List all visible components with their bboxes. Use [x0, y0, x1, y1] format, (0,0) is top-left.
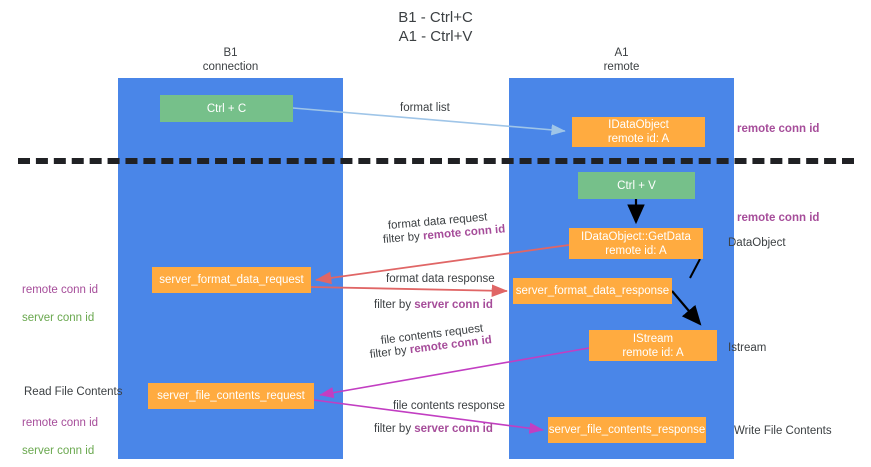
- filter-prefix: filter by: [374, 423, 415, 435]
- node-server-format-data-request[interactable]: server_format_data_request: [152, 267, 311, 293]
- annotation-left-server-conn-id-2: server conn id: [22, 445, 95, 457]
- annotation-left-remote-conn-id-2: remote conn id: [22, 417, 99, 429]
- annotation-left-conn-ids-top: remote conn id server conn id: [22, 269, 98, 339]
- node-server-file-contents-response[interactable]: server_file_contents_response: [548, 417, 706, 443]
- annotation-left-conn-ids-bottom: remote conn id server conn id: [22, 402, 98, 467]
- filter-key-server-conn-id: server conn id: [414, 299, 493, 311]
- edge-label-file-contents-response: file contents response: [393, 400, 505, 412]
- lane-header-b1: B1 connection: [202, 47, 259, 73]
- annotation-dataobject: DataObject: [728, 237, 786, 249]
- page-title: B1 - Ctrl+C A1 - Ctrl+V: [398, 9, 473, 45]
- annotation-write-file-contents: Write File Contents: [734, 425, 832, 437]
- node-server-file-contents-request[interactable]: server_file_contents_request: [148, 383, 314, 409]
- node-istream[interactable]: IStream remote id: A: [589, 330, 717, 361]
- annotation-read-file-contents: Read File Contents: [24, 386, 123, 398]
- annotation-remote-conn-id-mid: remote conn id: [737, 212, 820, 224]
- node-idataobject[interactable]: IDataObject remote id: A: [572, 117, 705, 147]
- edge-label-format-data-response-filter: filter by server conn id: [374, 298, 493, 313]
- annotation-left-remote-conn-id: remote conn id: [22, 284, 99, 296]
- filter-prefix: filter by: [374, 299, 415, 311]
- phase-divider: [18, 158, 854, 164]
- annotation-istream: Istream: [728, 342, 767, 354]
- edge-label-file-contents-response-filter: filter by server conn id: [374, 422, 493, 437]
- node-ctrl-v[interactable]: Ctrl + V: [578, 172, 695, 199]
- filter-prefix: filter by: [369, 344, 411, 361]
- filter-key-server-conn-id: server conn id: [414, 423, 493, 435]
- edge-label-format-list: format list: [400, 102, 450, 114]
- filter-prefix: filter by: [382, 230, 424, 246]
- annotation-left-server-conn-id: server conn id: [22, 312, 95, 324]
- node-ctrl-c[interactable]: Ctrl + C: [160, 95, 293, 122]
- node-server-format-data-response[interactable]: server_format_data_response: [513, 278, 672, 304]
- node-idataobject-getdata[interactable]: IDataObject::GetData remote id: A: [569, 228, 703, 259]
- lane-header-a1: A1 remote: [603, 47, 640, 73]
- edge-label-format-data-response: format data response: [386, 273, 495, 285]
- annotation-remote-conn-id-top: remote conn id: [737, 123, 820, 135]
